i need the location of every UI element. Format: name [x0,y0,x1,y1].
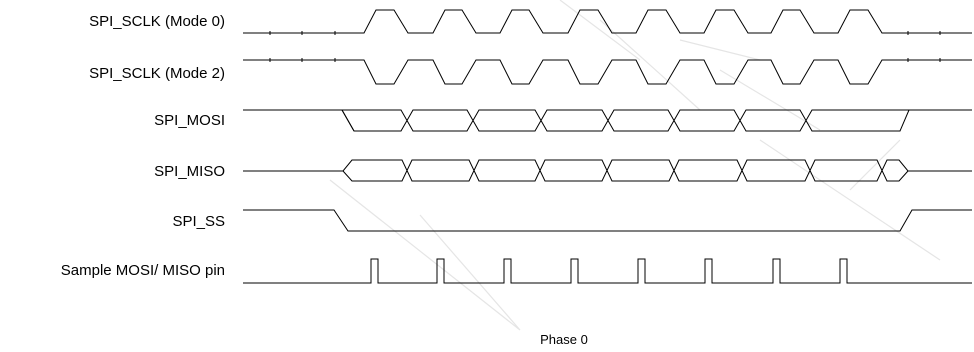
label-ss: SPI_SS [172,213,225,230]
waveform-sclk-mode2 [243,59,972,85]
label-mosi: SPI_MOSI [154,112,225,129]
label-miso: SPI_MISO [154,163,225,180]
watermark [329,0,941,331]
waveform-mosi [243,109,972,132]
label-sclk-mode2: SPI_SCLK (Mode 2) [89,65,225,82]
label-sample: Sample MOSI/ MISO pin [61,262,225,279]
waveform-sclk-mode0 [243,9,972,34]
waveform-sample [243,258,972,284]
waveform-ss [243,209,972,232]
label-sclk-mode0: SPI_SCLK (Mode 0) [89,13,225,30]
ticks-sclk-mode2 [269,58,941,62]
diagram-caption: Phase 0 [540,332,588,347]
ticks-sclk-mode0 [269,31,941,35]
waveform-miso [243,159,972,182]
